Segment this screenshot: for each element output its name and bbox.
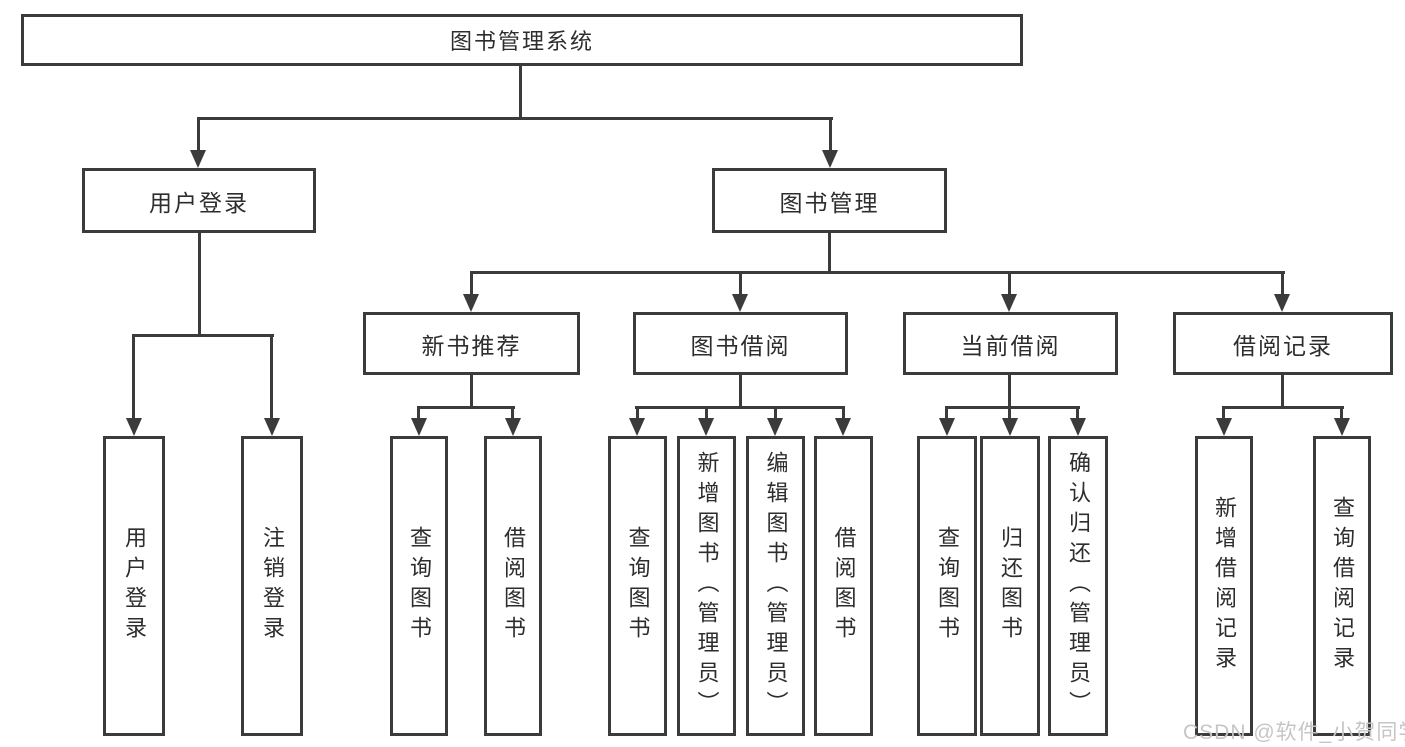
leaf-label: 归还图书 (998, 526, 1023, 646)
edge-line (197, 117, 833, 120)
edge-line (270, 334, 273, 420)
edge-line (774, 406, 777, 420)
edge-line (1222, 406, 1344, 409)
leaf-query-books-current: 查询图书 (917, 436, 977, 736)
edge-arrowhead (1001, 294, 1017, 312)
leaf-label: 查询图书 (407, 526, 432, 646)
edge-arrowhead (629, 418, 645, 436)
edge-arrowhead (732, 294, 748, 312)
leaf-query-books-borrowing: 查询图书 (608, 436, 667, 736)
leaf-label: 编辑图书（管理员） (763, 451, 789, 721)
leaf-query-books-recommend: 查询图书 (390, 436, 448, 736)
edge-line (1222, 406, 1225, 420)
node-current-borrowing: 当前借阅 (903, 312, 1118, 375)
edge-line (132, 334, 135, 420)
leaf-borrow-books: 借阅图书 (814, 436, 873, 736)
edge-line (1008, 373, 1011, 408)
edge-line (470, 271, 473, 296)
leaf-return-books: 归还图书 (980, 436, 1040, 736)
leaf-label: 借阅图书 (501, 526, 526, 646)
edge-line (842, 406, 845, 420)
leaf-user-login: 用户登录 (103, 436, 165, 736)
edge-arrowhead (939, 418, 955, 436)
edge-arrowhead (190, 150, 206, 168)
node-user-login: 用户登录 (82, 168, 316, 233)
leaf-borrow-books-recommend: 借阅图书 (484, 436, 542, 736)
edge-line (635, 406, 845, 409)
edge-line (417, 406, 420, 420)
edge-arrowhead (1334, 418, 1350, 436)
leaf-label: 新增图书（管理员） (694, 451, 720, 721)
edge-line (197, 117, 200, 152)
edge-arrowhead (1002, 418, 1018, 436)
node-book-borrowing: 图书借阅 (633, 312, 848, 375)
edge-line (198, 231, 201, 336)
edge-arrowhead (264, 418, 280, 436)
leaf-label: 用户登录 (122, 526, 147, 646)
edge-line (945, 406, 1080, 409)
edge-arrowhead (463, 294, 479, 312)
edge-arrowhead (835, 418, 851, 436)
leaf-label: 查询图书 (625, 526, 651, 646)
edge-arrowhead (1274, 294, 1290, 312)
leaf-label: 注销登录 (260, 526, 285, 646)
node-borrowing-records: 借阅记录 (1173, 312, 1393, 375)
edge-arrowhead (126, 418, 142, 436)
edge-arrowhead (1070, 418, 1086, 436)
leaf-label: 新增借阅记录 (1212, 496, 1237, 676)
edge-line (829, 117, 832, 152)
leaf-logout: 注销登录 (241, 436, 303, 736)
edge-line (1340, 406, 1343, 420)
edge-line (470, 271, 1285, 274)
edge-line (511, 406, 514, 420)
leaf-label: 查询借阅记录 (1330, 496, 1355, 676)
edge-line (1008, 271, 1011, 296)
edge-line (945, 406, 948, 420)
leaf-label: 查询图书 (935, 526, 960, 646)
leaf-add-books-admin: 新增图书（管理员） (677, 436, 736, 736)
edge-line (1281, 373, 1284, 408)
edge-arrowhead (1216, 418, 1232, 436)
edge-line (739, 271, 742, 296)
node-book-management: 图书管理 (712, 168, 947, 233)
edge-line (417, 406, 515, 409)
edge-line (132, 334, 274, 337)
edge-line (705, 406, 708, 420)
leaf-query-borrow-record: 查询借阅记录 (1313, 436, 1371, 736)
leaf-confirm-return-admin: 确认归还（管理员） (1048, 436, 1108, 736)
node-new-book-recommend: 新书推荐 (363, 312, 580, 375)
leaf-edit-books-admin: 编辑图书（管理员） (746, 436, 805, 736)
edge-line (1008, 406, 1011, 420)
node-book-management-system: 图书管理系统 (21, 14, 1023, 66)
edge-arrowhead (698, 418, 714, 436)
edge-arrowhead (822, 150, 838, 168)
edge-line (739, 373, 742, 408)
edge-line (519, 64, 522, 118)
edge-line (636, 406, 639, 420)
edge-line (828, 231, 831, 273)
edge-arrowhead (767, 418, 783, 436)
leaf-label: 借阅图书 (831, 526, 857, 646)
leaf-label: 确认归还（管理员） (1066, 451, 1091, 721)
edge-line (470, 373, 473, 408)
edge-line (1076, 406, 1079, 420)
edge-arrowhead (505, 418, 521, 436)
edge-arrowhead (411, 418, 427, 436)
edge-line (1281, 271, 1284, 296)
leaf-add-borrow-record: 新增借阅记录 (1195, 436, 1253, 736)
csdn-watermark: CSDN @软件_小贺同学 (1183, 721, 1405, 744)
